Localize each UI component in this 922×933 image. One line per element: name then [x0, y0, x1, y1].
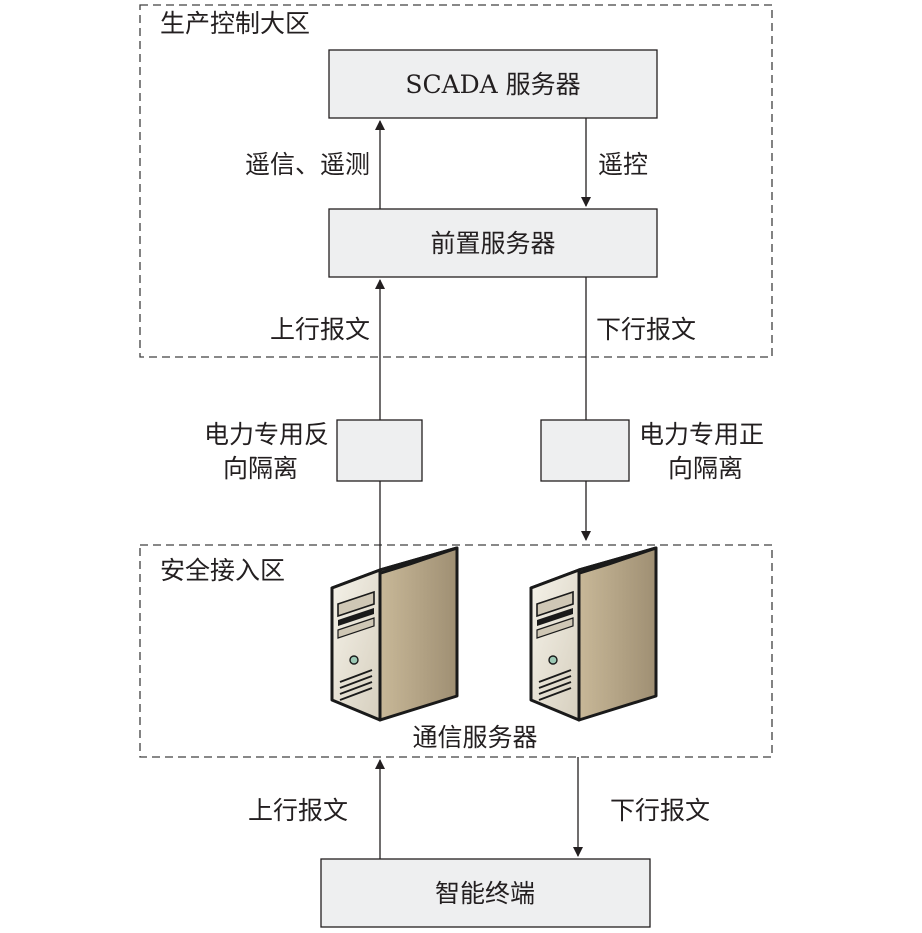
production-zone — [139, 4, 773, 358]
reverse-isolation-label-line1: 电力专用反 — [204, 420, 329, 449]
forward-isolation-box — [540, 419, 630, 482]
telemetry-label: 遥信、遥测 — [245, 150, 370, 179]
front-server-label: 前置服务器 — [430, 229, 555, 258]
scada-server-box — [328, 49, 658, 119]
upstream-top-label: 上行报文 — [270, 315, 370, 344]
production-zone-label: 生产控制大区 — [160, 9, 310, 38]
security-access-zone — [139, 544, 773, 758]
forward-isolation-label-line2: 向隔离 — [668, 454, 743, 483]
front-server-box — [328, 208, 658, 278]
security-access-zone-label: 安全接入区 — [160, 556, 285, 585]
server-icon-right — [529, 546, 658, 722]
scada-server-label: SCADA 服务器 — [405, 70, 580, 99]
smart-terminal-label: 智能终端 — [435, 879, 535, 908]
smart-terminal-box — [320, 858, 651, 928]
reverse-isolation-box — [336, 419, 423, 482]
server-icon-left — [330, 546, 459, 722]
downstream-top-label: 下行报文 — [596, 315, 696, 344]
downstream-bottom-label: 下行报文 — [610, 796, 710, 825]
remote-control-label: 遥控 — [598, 150, 648, 179]
communication-server-label: 通信服务器 — [412, 723, 537, 752]
reverse-isolation-label-line2: 向隔离 — [223, 454, 298, 483]
upstream-bottom-label: 上行报文 — [248, 796, 348, 825]
forward-isolation-label-line1: 电力专用正 — [639, 420, 764, 449]
